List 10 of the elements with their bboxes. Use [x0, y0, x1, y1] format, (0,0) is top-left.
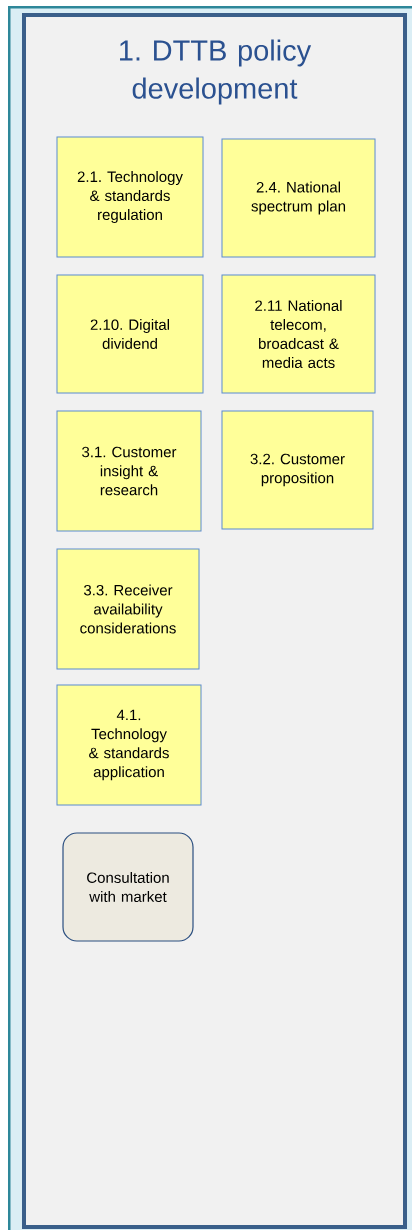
task-box: 2.1. Technology & standards regulation — [56, 136, 204, 258]
task-box: 2.4. National spectrum plan — [221, 138, 376, 258]
task-box: 3.2. Customer proposition — [221, 410, 374, 530]
task-box: 3.1. Customer insight & research — [56, 410, 202, 532]
task-box: 2.10. Digital dividend — [56, 274, 204, 394]
task-box: 3.3. Receiver availability considerations — [56, 548, 200, 670]
rounded-box: Consultation with market — [62, 832, 194, 942]
panel-title: 1. DTTB policy development — [120, 39, 312, 105]
task-box: 2.11 National telecom, broadcast & media acts — [221, 274, 376, 394]
task-box: 4.1. Technology & standards application — [56, 684, 202, 806]
